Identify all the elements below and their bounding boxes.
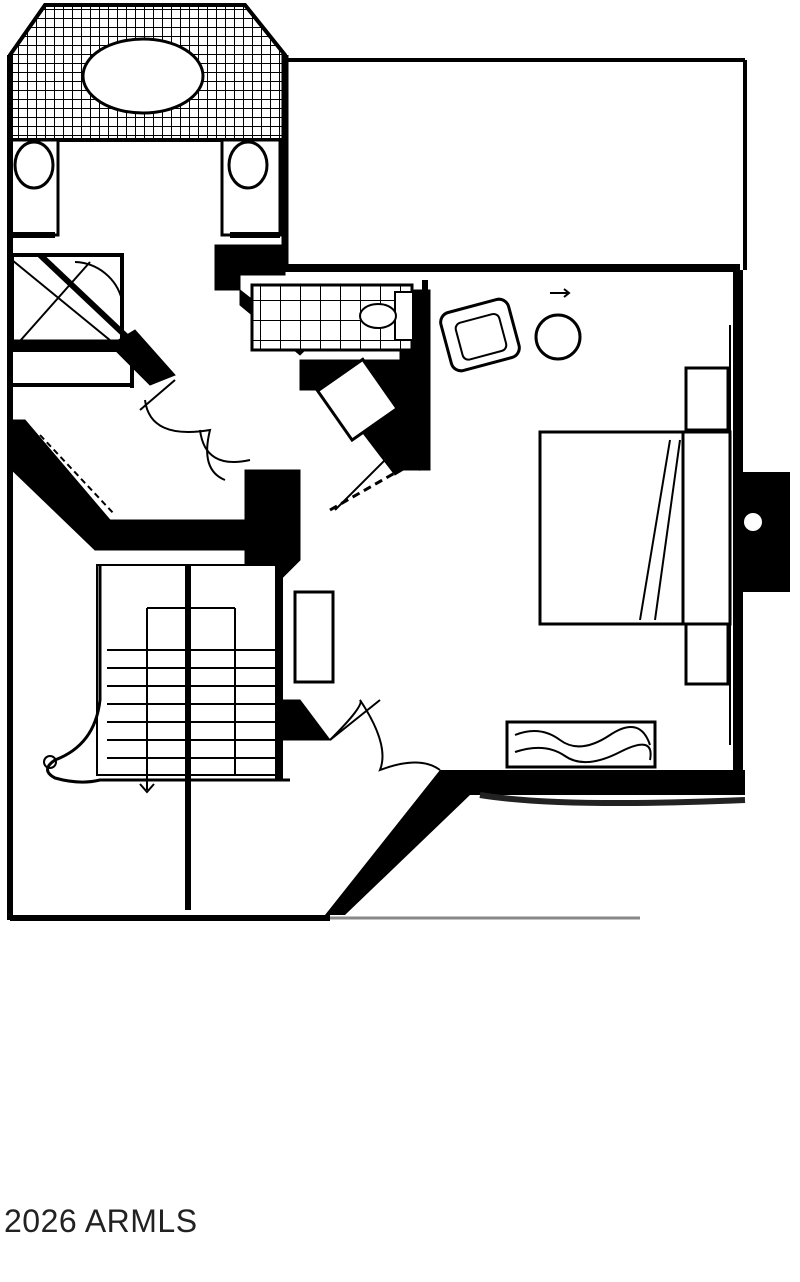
rug xyxy=(505,720,657,769)
balcony-walls xyxy=(325,770,746,920)
oval-tub xyxy=(81,37,205,115)
fireplace-icon xyxy=(740,472,790,592)
nightstand-top xyxy=(684,366,730,432)
closet xyxy=(39,434,116,516)
open-to-below xyxy=(290,64,742,264)
armchair-icon xyxy=(439,297,521,373)
sink-right-icon xyxy=(227,140,269,190)
hall-doors xyxy=(139,357,421,512)
copyright-caption: 2026 ARMLS xyxy=(4,1203,198,1239)
toilet-icon xyxy=(359,303,397,329)
nightstand-bottom xyxy=(684,622,730,686)
primary-bathroom xyxy=(8,3,287,238)
bed-icon xyxy=(538,430,732,626)
sink-left-icon xyxy=(13,140,55,190)
primary-bedroom xyxy=(439,288,790,769)
shower xyxy=(10,252,133,352)
water-closet xyxy=(250,283,414,352)
bedroom-door xyxy=(293,590,441,772)
round-table-icon xyxy=(534,313,582,361)
staircase xyxy=(43,564,290,910)
exterior-walls xyxy=(7,55,747,921)
